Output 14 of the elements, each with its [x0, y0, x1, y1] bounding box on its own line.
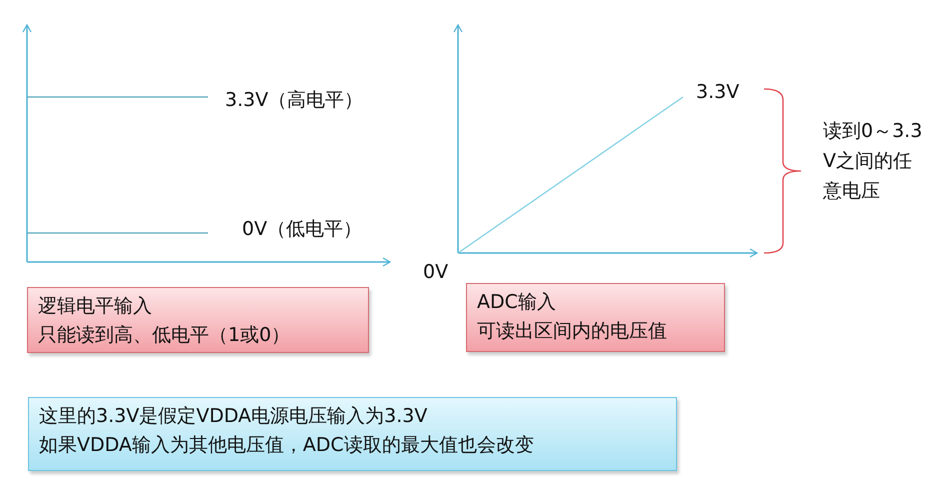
text-callout	[466, 283, 725, 352]
callout-text: 这里的3.3V是假定VDDA电源电压输入为3.3V	[39, 404, 428, 429]
value-label: 3.3V（高电平）	[225, 88, 364, 113]
value-label: 读到0～3.3V之间的任意电压	[823, 119, 923, 204]
value-label: 0V（低电平）	[242, 217, 362, 242]
callout-text: 逻辑电平输入	[38, 294, 153, 319]
callout-text: 可读出区间内的电压值	[477, 319, 668, 344]
callout-text: 如果VDDA输入为其他电压值，ADC读取的最大值也会改变	[39, 433, 535, 458]
value-label: 3.3V	[696, 80, 740, 105]
callout-text: ADC输入	[477, 290, 557, 315]
value-label: 0V	[423, 260, 448, 285]
text-callout	[27, 287, 369, 353]
note-callout	[28, 397, 677, 471]
callout-text: 只能读到高、低电平（1或0）	[38, 323, 292, 348]
